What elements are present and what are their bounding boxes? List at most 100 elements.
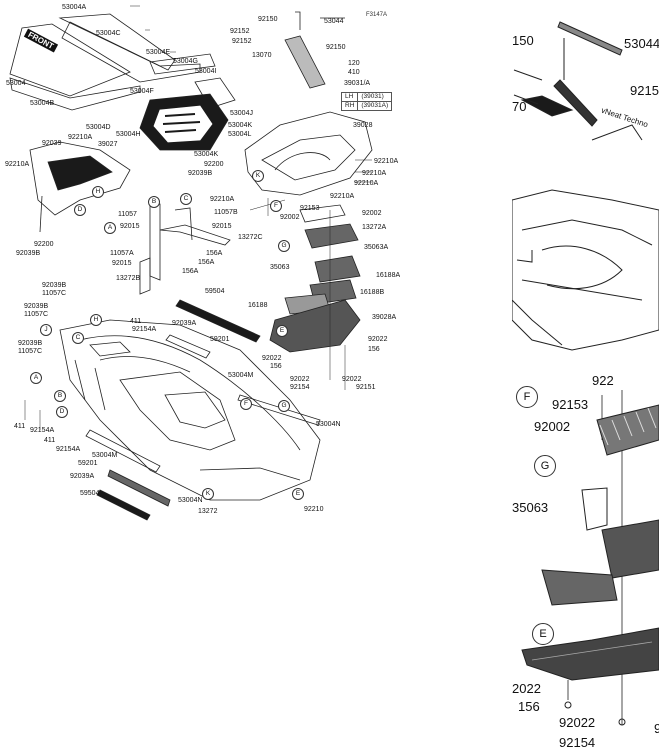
- part-number-label: 53004A: [62, 4, 87, 11]
- view-marker-circle: G: [278, 240, 290, 252]
- part-number-label: 120: [348, 60, 360, 67]
- plate-16188a: [314, 255, 361, 283]
- detail-view-marker-circle: F: [516, 386, 538, 408]
- part-number-label: 156A: [206, 250, 223, 257]
- part-number-label: 92151: [356, 384, 376, 391]
- part-number-label: 410: [348, 69, 360, 76]
- detail-bracket-35063: [581, 487, 608, 531]
- part-number-label: 35063A: [364, 244, 389, 251]
- part-number-label: 59201: [78, 460, 98, 467]
- part-number-label: 92200: [204, 161, 224, 168]
- part-number-label: 92039B: [18, 340, 43, 347]
- part-number-label: 92210A: [374, 158, 399, 165]
- part-number-label: 39028: [353, 122, 373, 129]
- diagram-code: F3147A: [366, 12, 388, 18]
- part-number-label: 13272: [198, 508, 218, 515]
- part-number-label: 92039B: [24, 303, 49, 310]
- part-number-label: 13272B: [116, 275, 141, 282]
- part-number-label: 411: [130, 318, 142, 325]
- part-number-label: 59504: [205, 288, 225, 295]
- part-number-label: 92039B: [42, 282, 67, 289]
- view-marker-circle: C: [180, 193, 192, 205]
- view-marker-circle: B: [148, 196, 160, 208]
- part-number-label: 39027: [98, 141, 118, 148]
- part-number-label: 92153: [300, 205, 320, 212]
- detail-part-number-label: 92153: [552, 397, 589, 412]
- part-number-label: 92022: [342, 376, 362, 383]
- part-number-label: 16188A: [376, 272, 400, 279]
- part-number-label: 92015: [120, 223, 140, 230]
- part-number-label: 53004H: [116, 131, 141, 138]
- part-number-label: 92210: [304, 506, 324, 513]
- detail-part-number-label: 92022: [559, 715, 596, 730]
- rail-13272c: [159, 224, 231, 246]
- view-marker-circle: K: [202, 488, 214, 500]
- part-number-label: 411: [14, 423, 26, 430]
- view-marker-circle: C: [72, 332, 84, 344]
- view-marker-circle: G: [278, 400, 290, 412]
- part-number-label: 92200: [34, 241, 54, 248]
- detail-view-marker-circle: G: [534, 455, 556, 477]
- part-number-label: 92015: [212, 223, 232, 230]
- detail-part-number-label: 92002: [534, 419, 571, 434]
- part-number-label: 35063: [270, 264, 290, 271]
- detail-footrest: [553, 79, 598, 127]
- decal-53004c: [61, 21, 201, 83]
- part-number-label: 16188B: [360, 289, 385, 296]
- detail-part-number-label: 9215: [630, 83, 659, 98]
- side-cover-39027: [29, 141, 131, 216]
- strip-59504-lower: [96, 489, 151, 521]
- part-number-label: 92039: [42, 140, 62, 147]
- part-number-label: 92210A: [330, 193, 355, 200]
- part-number-label: 53004K: [194, 151, 219, 158]
- view-marker-circle: D: [74, 204, 86, 216]
- part-number-label: 92022: [262, 355, 282, 362]
- view-marker-circle: A: [30, 372, 42, 384]
- part-number-label: 11057C: [24, 311, 49, 318]
- decal-53004e: [149, 53, 216, 75]
- part-number-label: 11057B: [214, 209, 238, 216]
- view-marker-circle: B: [54, 390, 66, 402]
- part-number-label: 16188: [248, 302, 268, 309]
- part-number-label: 11057C: [42, 290, 67, 297]
- duct-13272a: [304, 223, 359, 249]
- part-number-label: 156A: [182, 268, 199, 275]
- view-marker-circle: K: [252, 170, 264, 182]
- part-number-label: 92150: [258, 16, 278, 23]
- part-number-label: 92039A: [172, 320, 197, 327]
- strip-59201: [107, 469, 171, 507]
- part-number-label: 92210A: [362, 170, 387, 177]
- lh-rh-table: LH (39031) RH (39031A): [340, 92, 393, 111]
- view-marker-circle: J: [40, 324, 52, 336]
- hull-body: [59, 319, 321, 501]
- part-number-label: 53004M: [92, 452, 118, 459]
- part-number-label: 13070: [252, 52, 272, 59]
- part-number-label: 92002: [362, 210, 382, 217]
- detail-part-number-label: 922: [592, 373, 614, 388]
- part-number-label: 92039B: [188, 170, 213, 177]
- part-number-label: 92039A: [70, 473, 95, 480]
- view-marker-circle: D: [56, 406, 68, 418]
- decal-53004b: [9, 77, 141, 111]
- view-marker-circle: E: [276, 325, 288, 337]
- detail-upper-deck: [512, 189, 659, 351]
- rh-part: (39031A): [357, 101, 393, 111]
- part-number-label: 156: [270, 363, 282, 370]
- part-number-label: 11057: [118, 211, 137, 218]
- part-number-label: 53004G: [173, 58, 198, 65]
- rail-11057: [149, 199, 161, 281]
- part-number-label: 92022: [368, 336, 388, 343]
- part-number-label: 92002: [280, 214, 300, 221]
- strip-59504: [175, 299, 261, 343]
- part-number-label: 92015: [112, 260, 132, 267]
- part-number-label: 53004B: [30, 100, 55, 107]
- part-number-label: 92210A: [5, 161, 30, 168]
- view-marker-circle: F: [240, 398, 252, 410]
- part-number-label: 156: [368, 346, 380, 353]
- part-number-label: 59504: [80, 490, 100, 497]
- part-number-label: 92210A: [354, 180, 379, 187]
- detail-part-number-label: 53044: [624, 36, 659, 51]
- part-number-label: 53004: [6, 80, 26, 87]
